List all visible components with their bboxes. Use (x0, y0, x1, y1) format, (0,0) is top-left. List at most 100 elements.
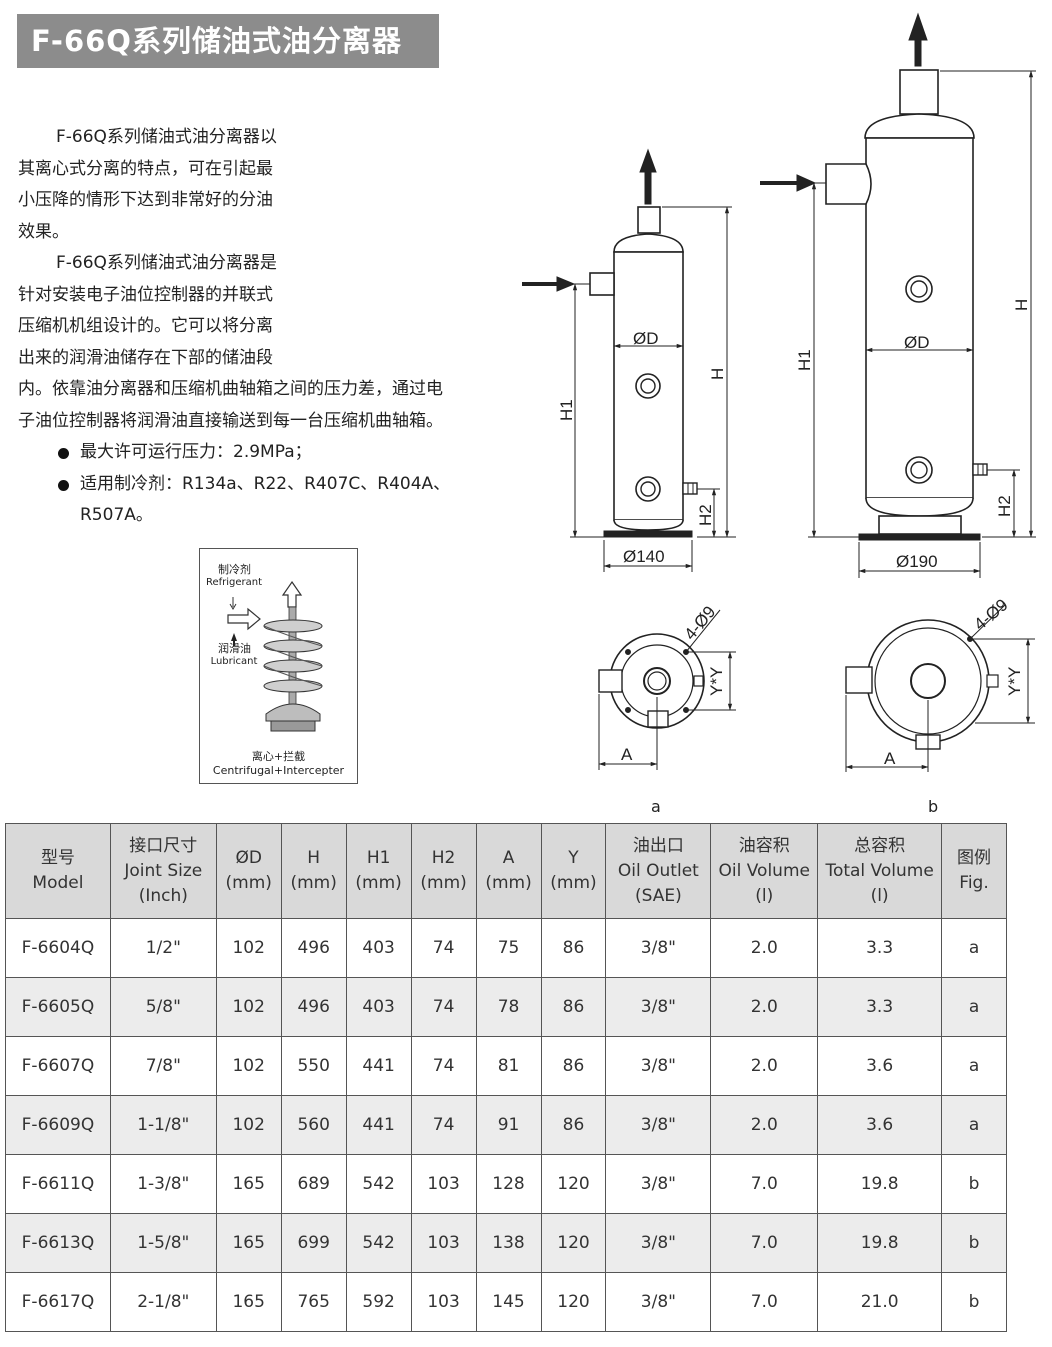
dim-D-b: ØD (904, 333, 930, 352)
holes-b: 4-Ø9 (970, 595, 1011, 634)
table-cell: 3.6 (817, 1095, 943, 1155)
col-header-h1: H1(mm) (345, 823, 412, 919)
bullet-text: R507A。 (80, 505, 153, 525)
col-header-h: H(mm) (280, 823, 347, 919)
table-cell: 165 (215, 1272, 282, 1332)
table-cell: 74 (410, 1095, 477, 1155)
table-cell: b (941, 1272, 1007, 1332)
spec-bullets: 最大许可运行压力：2.9MPa； 适用制冷剂：R134a、R22、R407C、R… (18, 437, 508, 532)
table-cell: 86 (540, 1036, 607, 1096)
dim-YY-b: Y*Y (1005, 667, 1024, 696)
table-cell: 2.0 (710, 977, 819, 1037)
table-cell: 78 (475, 977, 542, 1037)
table-cell: 165 (215, 1213, 282, 1273)
intro-line: 子油位控制器将润滑油直接输送到每一台压缩机曲轴箱。 (18, 410, 443, 431)
table-cell: 3/8" (605, 1213, 712, 1273)
base-diameter-b: Ø190 (896, 552, 938, 571)
table-cell: a (941, 977, 1007, 1037)
table-cell: 542 (345, 1154, 412, 1214)
table-cell: 689 (280, 1154, 347, 1214)
table-cell: a (941, 1095, 1007, 1155)
dim-H1-a: H1 (557, 399, 576, 421)
table-cell: 3/8" (605, 1154, 712, 1214)
refrigerant-cn-label: 制冷剂 (218, 563, 251, 576)
dim-A-b: A (884, 749, 896, 768)
table-cell: 1-1/8" (109, 1095, 217, 1155)
table-cell: 120 (540, 1213, 607, 1273)
intro-line: 小压降的情形下达到非常好的分油 (18, 190, 273, 210)
dim-H1-b: H1 (795, 349, 814, 371)
table-cell: 103 (410, 1154, 477, 1214)
dim-H-a: H (708, 368, 727, 380)
table-cell: a (941, 1036, 1007, 1096)
table-cell: 102 (215, 1036, 282, 1096)
intro-line: 内。依靠油分离器和压缩机曲轴箱之间的压力差，通过电 (18, 379, 443, 399)
figure-label-a: a (651, 797, 661, 816)
separator-a-elevation (522, 148, 736, 572)
table-cell: 86 (540, 977, 607, 1037)
intro-line: 针对安装电子油位控制器的并联式 (18, 284, 273, 305)
table-cell: 1-5/8" (109, 1213, 217, 1273)
table-cell: 7.0 (710, 1272, 819, 1332)
table-cell: 496 (280, 918, 347, 978)
separator-b-elevation (760, 12, 1036, 578)
table-cell: 75 (475, 918, 542, 978)
table-cell: 542 (345, 1213, 412, 1273)
col-header-h2: H2(mm) (410, 823, 477, 919)
bullet-dot-icon (58, 448, 69, 459)
bullet-dot-icon (58, 479, 69, 491)
table-cell: 7.0 (710, 1213, 819, 1273)
table-cell: 3/8" (605, 977, 712, 1037)
bullet-item: 最大许可运行压力：2.9MPa； (18, 437, 508, 469)
table-cell: 19.8 (817, 1213, 943, 1273)
intro-line: F-66Q系列储油式油分离器以 (56, 127, 277, 147)
table-cell: 2.0 (710, 1036, 819, 1096)
intro-text: F-66Q系列储油式油分离器以 其离心式分离的特点，可在引起最 小压降的情形下达… (18, 122, 508, 532)
table-cell: 103 (410, 1213, 477, 1273)
refrigerant-en-label: Refrigerant (205, 577, 263, 588)
dim-H2-b: H2 (995, 495, 1014, 517)
table-cell: 165 (215, 1154, 282, 1214)
table-cell: F-6607Q (5, 1036, 111, 1096)
bullet-item-continuation: R507A。 (18, 500, 508, 532)
intro-line: F-66Q系列储油式油分离器是 (56, 253, 277, 273)
table-cell: 3/8" (605, 1095, 712, 1155)
figure-label-b: b (928, 797, 939, 816)
table-cell: 86 (540, 1095, 607, 1155)
table-cell: 2.0 (710, 918, 819, 978)
table-cell: 103 (410, 1272, 477, 1332)
separation-principle-diagram: 制冷剂 Refrigerant 润滑油 Lubricant 离心+拦截 Cent… (199, 548, 358, 784)
table-cell: 5/8" (109, 977, 217, 1037)
table-cell: 120 (540, 1154, 607, 1214)
dim-A-a: A (621, 745, 633, 764)
table-cell: F-6613Q (5, 1213, 111, 1273)
bullet-text: 适用制冷剂：R134a、R22、R407C、R404A、 (80, 473, 451, 494)
table-cell: 2-1/8" (109, 1272, 217, 1332)
table-cell: 21.0 (817, 1272, 943, 1332)
table-cell: 496 (280, 977, 347, 1037)
separator-a-plan (598, 609, 736, 770)
table-cell: 699 (280, 1213, 347, 1273)
table-cell: 3/8" (605, 1272, 712, 1332)
bullet-text: 最大许可运行压力：2.9MPa； (80, 442, 312, 462)
table-cell: F-6605Q (5, 977, 111, 1037)
dim-H2-a: H2 (696, 504, 715, 526)
table-cell: b (941, 1213, 1007, 1273)
table-cell: 102 (215, 918, 282, 978)
table-cell: 138 (475, 1213, 542, 1273)
table-cell: 74 (410, 1036, 477, 1096)
table-cell: 1/2" (109, 918, 217, 978)
lubricant-cn-label: 润滑油 (218, 642, 251, 655)
table-cell: 765 (280, 1272, 347, 1332)
table-cell: 120 (540, 1272, 607, 1332)
